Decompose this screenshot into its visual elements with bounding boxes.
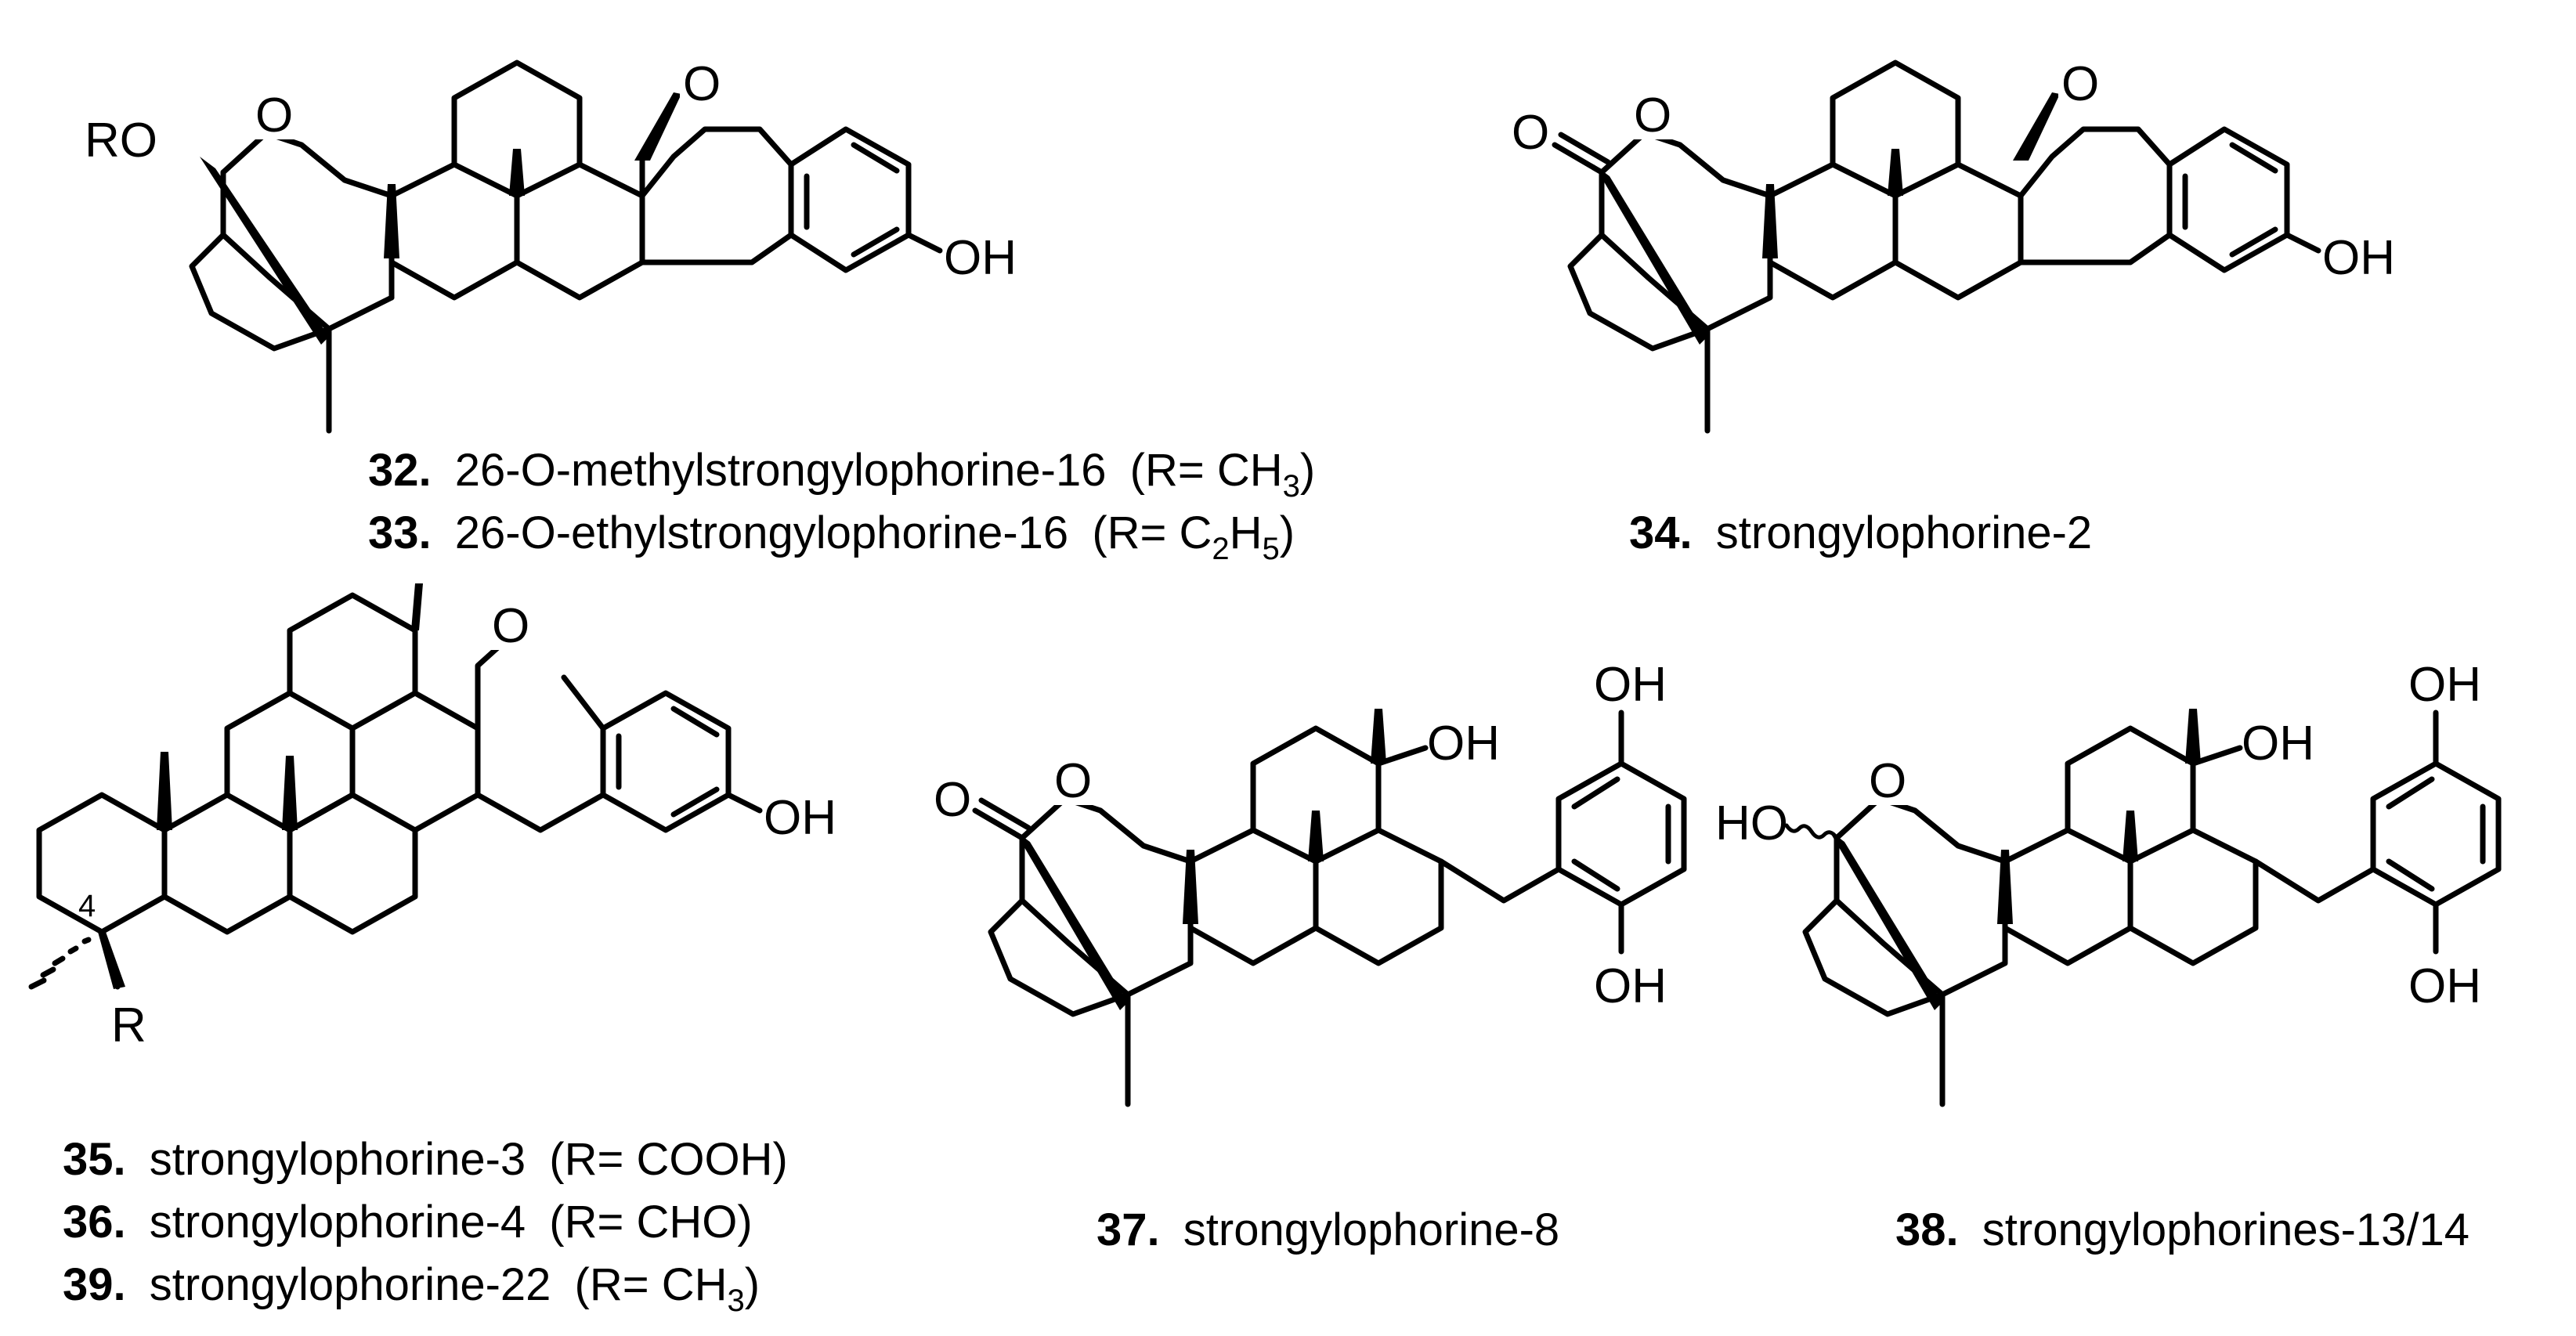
- caption-34: 34. strongylophorine-2: [1629, 507, 2092, 558]
- atom-o: O: [2061, 57, 2099, 111]
- caption-36: 36. strongylophorine-4 (R= CHO): [63, 1197, 753, 1248]
- compound-number: 36.: [63, 1197, 126, 1248]
- locant-4: 4: [78, 889, 96, 923]
- structure-35-36-39: O 4 R OH: [28, 583, 836, 1053]
- compound-name: 26-O-ethylstrongylophorine-16: [455, 507, 1068, 558]
- atom-o: O: [934, 773, 971, 827]
- structure-34: O O O OH: [1512, 57, 2395, 434]
- compound-name: strongylophorine-2: [1716, 507, 2092, 558]
- compound-number: 32.: [368, 445, 432, 496]
- compound-number: 37.: [1097, 1204, 1160, 1255]
- structure-32-33: O O RO OH: [85, 57, 1017, 434]
- atom-o: O: [255, 88, 293, 143]
- compound-number: 39.: [63, 1259, 126, 1310]
- atom-oh: OH: [2322, 231, 2395, 285]
- atom-oh: OH: [2408, 959, 2481, 1013]
- atom-oh: OH: [1594, 658, 1667, 712]
- caption-35: 35. strongylophorine-3 (R= COOH): [63, 1134, 788, 1185]
- substituent: (R= CH: [575, 1259, 728, 1310]
- atom-r: R: [111, 998, 146, 1053]
- atom-oh: OH: [1427, 717, 1500, 771]
- caption-39: 39. strongylophorine-22 (R= CH3): [63, 1259, 760, 1318]
- atom-o: O: [1634, 88, 1671, 143]
- atom-oh: OH: [2408, 658, 2481, 712]
- compound-number: 35.: [63, 1134, 126, 1185]
- atom-o: O: [1869, 754, 1906, 808]
- compound-name: strongylophorine-8: [1183, 1204, 1559, 1255]
- substituent: (R= COOH): [549, 1134, 788, 1185]
- atom-o: O: [492, 599, 529, 653]
- atom-o: O: [1512, 106, 1549, 160]
- substituent: (R= CHO): [549, 1197, 752, 1248]
- compound-name: strongylophorine-22: [150, 1259, 551, 1310]
- compound-number: 33.: [368, 507, 432, 558]
- compound-name: strongylophorine-4: [150, 1197, 526, 1248]
- caption-33: 33. 26-O-ethylstrongylophorine-16 (R= C2…: [368, 507, 1295, 566]
- caption-38: 38. strongylophorines-13/14: [1895, 1204, 2469, 1255]
- substituent: (R= CH: [1130, 445, 1283, 496]
- structure-37: O O OH OH OH: [934, 658, 1687, 1107]
- caption-37: 37. strongylophorine-8: [1097, 1204, 1559, 1255]
- atom-ho: HO: [1715, 796, 1788, 850]
- compound-name: strongylophorines-13/14: [1982, 1204, 2469, 1255]
- compound-name: strongylophorine-3: [150, 1134, 526, 1185]
- atom-oh: OH: [1594, 959, 1667, 1013]
- compound-number: 38.: [1895, 1204, 1959, 1255]
- compound-name: 26-O-methylstrongylophorine-16: [455, 445, 1107, 496]
- atom-oh: OH: [2242, 717, 2314, 771]
- atom-ro: RO: [85, 114, 157, 168]
- caption-32: 32. 26-O-methylstrongylophorine-16 (R= C…: [368, 445, 1315, 504]
- structure-38: O HO OH OH OH: [1715, 658, 2502, 1107]
- atom-oh: OH: [944, 231, 1017, 285]
- atom-o: O: [1054, 754, 1092, 808]
- atom-o: O: [683, 57, 721, 111]
- compound-number: 34.: [1629, 507, 1693, 558]
- atom-oh: OH: [764, 791, 836, 845]
- substituent: (R= C: [1092, 507, 1212, 558]
